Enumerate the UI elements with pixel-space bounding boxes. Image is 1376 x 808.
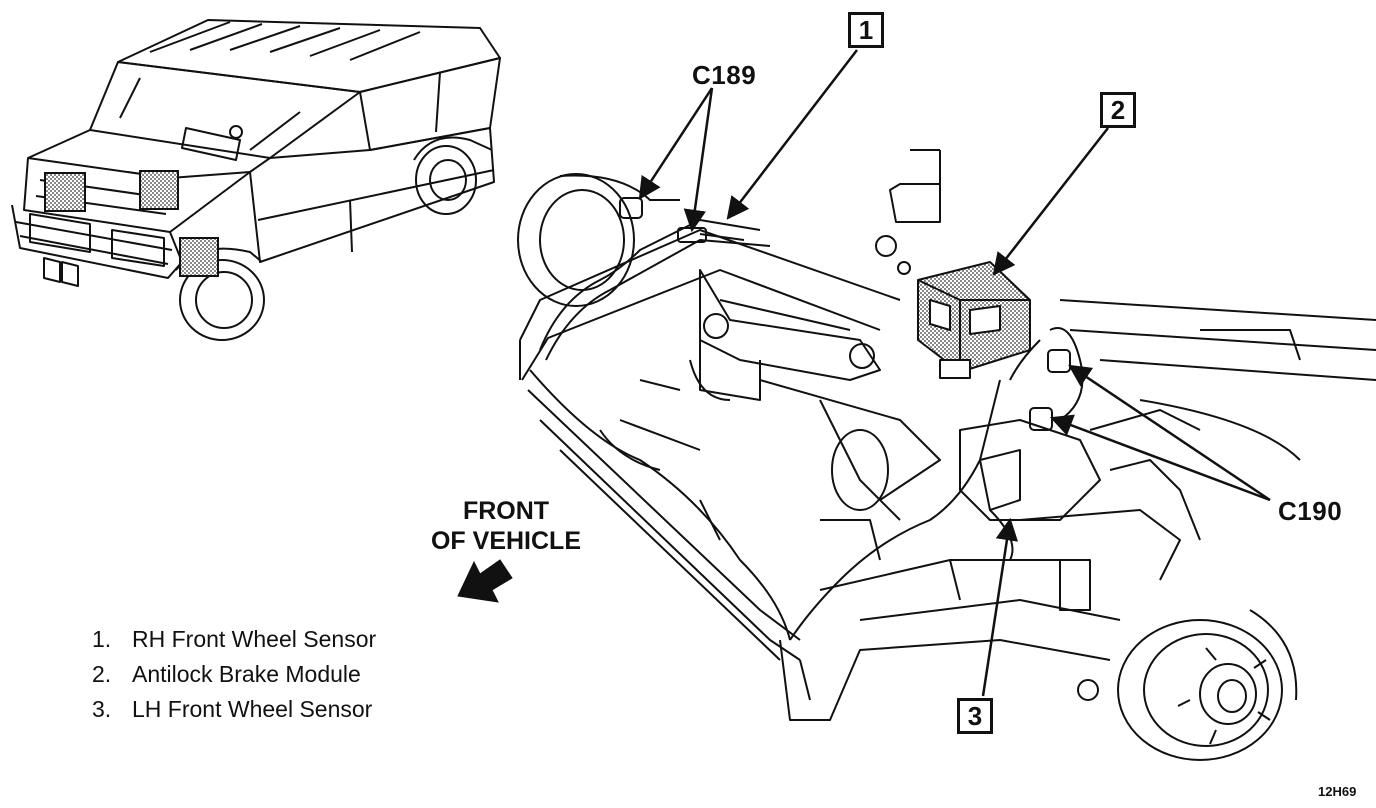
callout-number: 1 [858, 14, 874, 45]
leader-line-c190-b [1049, 414, 1271, 502]
connector-label-c190: C190 [1278, 496, 1343, 526]
legend-text: RH Front Wheel Sensor [132, 626, 377, 652]
front-of-vehicle-label: FRONT OF VEHICLE [418, 496, 594, 556]
callout-number: 3 [967, 700, 983, 731]
locator-square-lh [179, 237, 219, 277]
locator-square-rh [44, 172, 86, 212]
legend-item: 1. RH Front Wheel Sensor [92, 622, 376, 657]
legend: 1. RH Front Wheel Sensor 2. Antilock Brake… [92, 622, 376, 727]
front-label-line1: FRONT [462, 497, 550, 525]
leader-line-c189-b [683, 87, 714, 233]
antilock-brake-module-art [917, 261, 1031, 379]
chassis-illustration [517, 149, 1376, 761]
legend-number: 2. [92, 661, 112, 687]
front-label-line2: OF VEHICLE [430, 527, 581, 555]
leader-line-1 [726, 49, 858, 220]
leader-line-c190-a [1068, 364, 1271, 502]
legend-text: LH Front Wheel Sensor [132, 696, 373, 722]
callout-box-3: 3 [957, 698, 993, 734]
legend-text: Antilock Brake Module [132, 661, 361, 687]
connector-label-c189: C189 [692, 60, 757, 90]
callout-box-1: 1 [848, 12, 884, 48]
leader-line-3 [981, 517, 1019, 697]
legend-item: 3. LH Front Wheel Sensor [92, 692, 376, 727]
figure-code: 12H69 [1318, 784, 1357, 799]
legend-number: 3. [92, 696, 112, 722]
leader-line-2 [992, 127, 1109, 276]
callout-box-2: 2 [1100, 92, 1136, 128]
leader-lines [638, 49, 1271, 697]
legend-number: 1. [92, 626, 112, 652]
locator-square-module [139, 170, 179, 210]
leader-line-c189-a [638, 87, 714, 200]
front-direction-arrow [457, 559, 513, 603]
legend-item: 2. Antilock Brake Module [92, 657, 376, 692]
callout-number: 2 [1110, 94, 1126, 125]
